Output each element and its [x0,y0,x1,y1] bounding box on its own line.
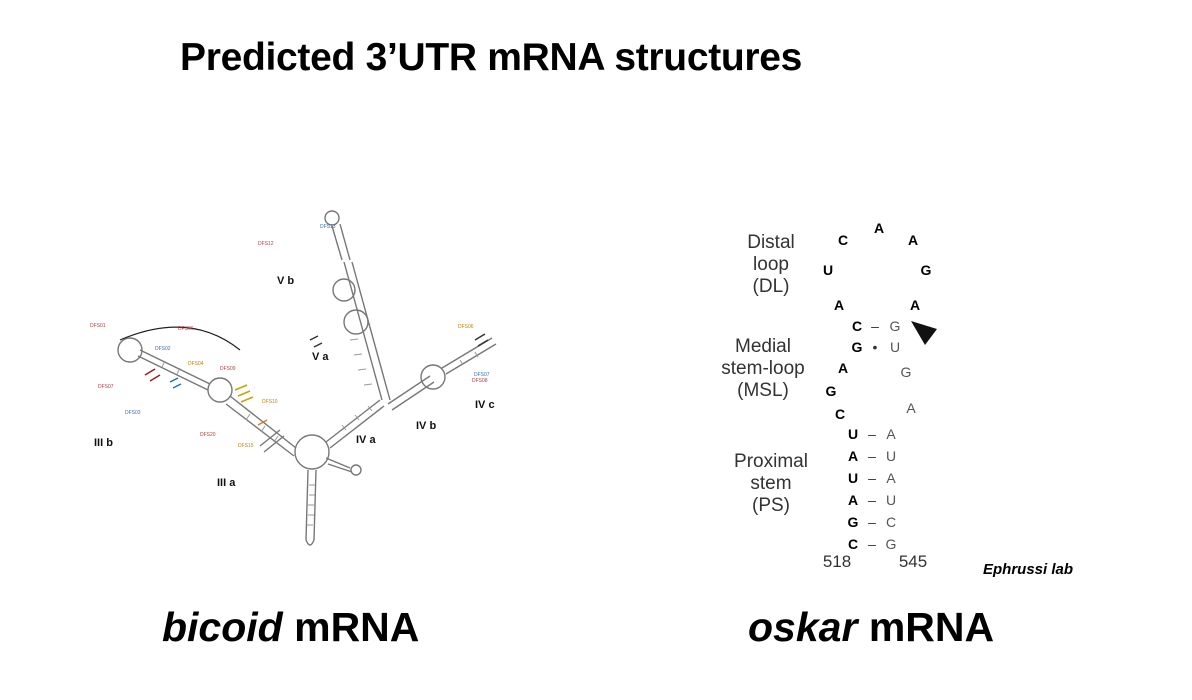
label-ps: (PS) [752,495,790,516]
bulge-left-base: A [838,360,848,376]
hairpin-v [324,210,340,226]
loop-base: A [910,297,920,313]
label-stem: stem [750,473,791,494]
ps-left-base: A [848,448,858,464]
ps-right-base: C [886,514,896,530]
oskar-structure-diagram: Distal loop (DL) Medial stem-loop (MSL) … [715,215,965,575]
svg-text:DFS15: DFS15 [238,443,254,449]
svg-text:DFS03: DFS03 [125,410,141,416]
bulge-right-base: G [901,364,912,380]
loop-iiia [207,377,233,403]
oskar-structure-svg: Distal loop (DL) Medial stem-loop (MSL) … [721,220,937,571]
loop-base: A [874,220,884,236]
ps-right-base: U [886,492,896,508]
loop-base: C [838,232,848,248]
label-dl: (DL) [753,276,790,297]
label-stem-loop: stem-loop [721,358,804,379]
svg-text:DFS06: DFS06 [178,326,194,332]
domain-label-ivc: IV c [475,399,495,411]
oskar-gene-name: oskar [748,604,858,650]
loop-base: U [823,262,833,278]
label-loop: loop [753,254,789,275]
loop-base: A [834,297,844,313]
bicoid-caption: bicoid mRNA [162,604,419,651]
stem-iv [325,399,385,449]
stem-v [343,261,391,401]
msl-left-base: G [852,339,863,355]
loop-vb [332,278,356,302]
oskar-caption: oskar mRNA [748,604,994,651]
ps-left-base: U [848,470,858,486]
msl-right-base: G [890,318,901,334]
label-distal: Distal [747,232,795,253]
label-proximal: Proximal [734,451,808,472]
stem-iii [225,395,297,457]
ps-right-base: A [886,470,896,486]
ps-bond: – [868,492,876,508]
ps-left-base: A [848,492,858,508]
end-position: 545 [899,552,927,571]
domain-label-iva: IV a [356,434,376,446]
domain-label-iiia: III a [217,477,236,489]
loop-base: A [908,232,918,248]
svg-text:DFS07: DFS07 [98,384,114,390]
domain-label-va: V a [312,351,329,363]
credit-label: Ephrussi lab [983,561,1074,578]
stem-ivc [387,375,435,411]
ps-bond: – [868,470,876,486]
bulge-left-base: C [835,406,845,422]
ps-bond: – [868,514,876,530]
ps-left-base: G [848,514,859,530]
ps-bond: – [868,448,876,464]
bicoid-gene-name: bicoid [162,604,283,650]
ps-right-base: G [886,536,897,552]
ps-right-base: U [886,448,896,464]
msl-right-base: U [890,339,900,355]
ps-left-base: U [848,426,858,442]
msl-bond: • [873,339,878,355]
domain-label-vb: V b [277,275,294,287]
svg-text:DFS20: DFS20 [200,432,216,438]
loop-iiib [117,337,143,363]
ps-bond: – [868,536,876,552]
domain-label-iiib: III b [94,437,113,449]
svg-text:DFS10: DFS10 [262,399,278,405]
loop-base: G [921,262,932,278]
svg-text:DFS09: DFS09 [220,366,236,372]
ps-bond: – [868,426,876,442]
loop-ivc [420,364,446,390]
ps-left-base: C [848,536,858,552]
loop-va [343,309,369,335]
label-msl: (MSL) [737,380,789,401]
svg-text:DFS06: DFS06 [458,324,474,330]
bicoid-caption-suffix: mRNA [282,604,420,650]
bulge-left-base: G [826,383,837,399]
domain-label-ivb: IV b [416,420,436,432]
svg-text:DFS13: DFS13 [320,224,336,230]
cleavage-arrowhead [911,321,937,345]
svg-text:DFS07: DFS07 [474,372,490,378]
ps-right-base: A [886,426,896,442]
oskar-caption-suffix: mRNA [857,604,995,650]
svg-text:DFS08: DFS08 [472,378,488,384]
msl-bond: – [871,318,879,334]
svg-text:DFS12: DFS12 [258,241,274,247]
start-position: 518 [823,552,851,571]
label-medial: Medial [735,336,791,357]
central-junction-loop [294,434,330,470]
svg-text:DFS01: DFS01 [90,323,106,329]
stem-down [305,469,317,541]
svg-text:DFS02: DFS02 [155,346,171,352]
svg-text:DFS04: DFS04 [188,361,204,367]
msl-left-base: C [852,318,862,334]
long-range-arc [119,326,241,351]
page-title: Predicted 3’UTR mRNA structures [180,36,803,79]
bulge-right-base: A [906,400,916,416]
